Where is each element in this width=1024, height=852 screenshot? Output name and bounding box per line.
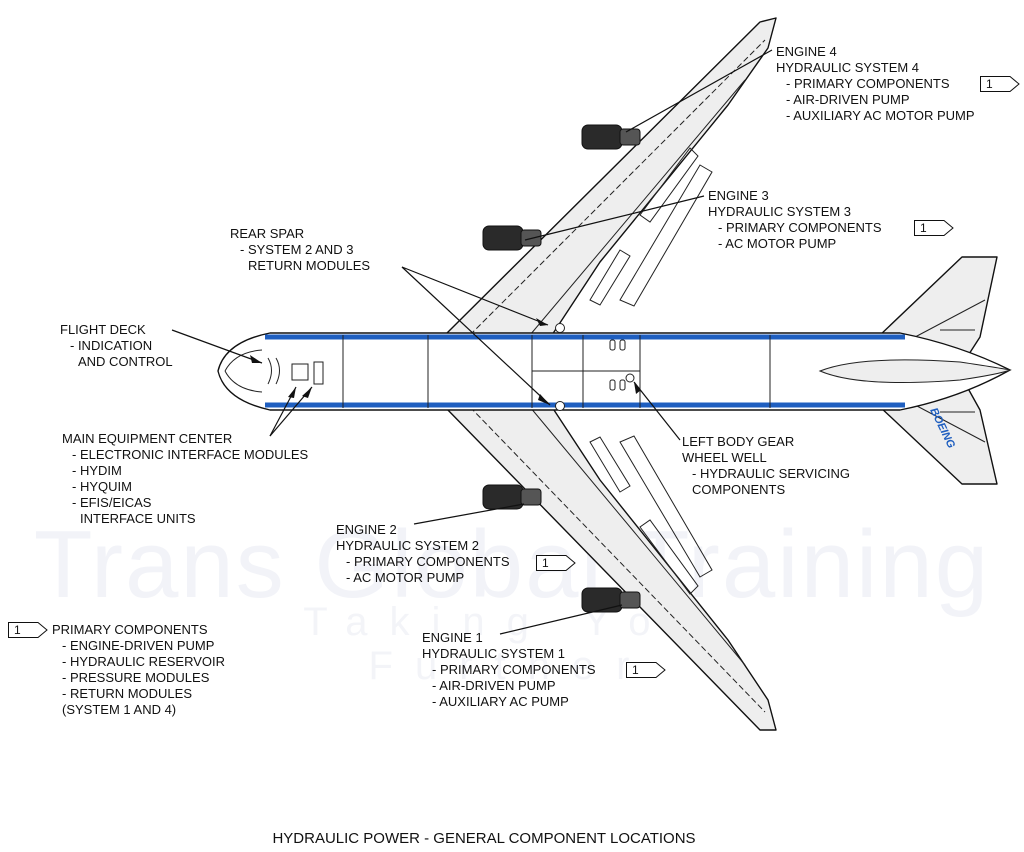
label-engine-4: ENGINE 4 HYDRAULIC SYSTEM 4 - PRIMARY CO… bbox=[776, 44, 975, 123]
figure-caption: HYDRAULIC POWER - GENERAL COMPONENT LOCA… bbox=[272, 830, 696, 847]
note-marker-engine-4: 1 bbox=[980, 76, 1020, 92]
leader-engine2 bbox=[413, 503, 525, 525]
leader-rear-spar-b bbox=[401, 266, 551, 406]
label-engine-2: ENGINE 2 HYDRAULIC SYSTEM 2 - PRIMARY CO… bbox=[336, 522, 510, 585]
label-engine-3: ENGINE 3 HYDRAULIC SYSTEM 3 - PRIMARY CO… bbox=[708, 188, 882, 251]
leader-rear-spar-a bbox=[401, 266, 549, 326]
lower-wing bbox=[444, 406, 777, 731]
note-marker-engine-1: 1 bbox=[626, 662, 666, 678]
label-rear-spar: REAR SPAR - SYSTEM 2 AND 3 RETURN MODULE… bbox=[230, 226, 371, 273]
leader-gear bbox=[633, 381, 681, 441]
leader-engine4 bbox=[625, 49, 773, 133]
engine-1 bbox=[581, 587, 641, 613]
engine-2 bbox=[482, 484, 542, 510]
leader-flight-deck bbox=[171, 329, 263, 364]
label-engine-1: ENGINE 1 HYDRAULIC SYSTEM 1 - PRIMARY CO… bbox=[422, 630, 596, 709]
note-marker-legend: 1 bbox=[8, 622, 48, 638]
label-main-equipment-center: MAIN EQUIPMENT CENTER - ELECTRONIC INTER… bbox=[62, 431, 309, 526]
watermark-title: Trans Global Training bbox=[33, 511, 991, 618]
upper-wing bbox=[444, 17, 777, 336]
note-marker-engine-3: 1 bbox=[914, 220, 954, 236]
label-left-body-gear: LEFT BODY GEAR WHEEL WELL - HYDRAULIC SE… bbox=[682, 434, 850, 497]
note-marker-engine-2: 1 bbox=[536, 555, 576, 571]
leader-engine1 bbox=[499, 604, 623, 635]
leader-engine3 bbox=[524, 195, 705, 241]
label-flight-deck: FLIGHT DECK - INDICATION AND CONTROL bbox=[60, 322, 173, 369]
engine-4 bbox=[581, 124, 641, 150]
legend-primary-components: PRIMARY COMPONENTS - ENGINE-DRIVEN PUMP … bbox=[52, 622, 226, 717]
